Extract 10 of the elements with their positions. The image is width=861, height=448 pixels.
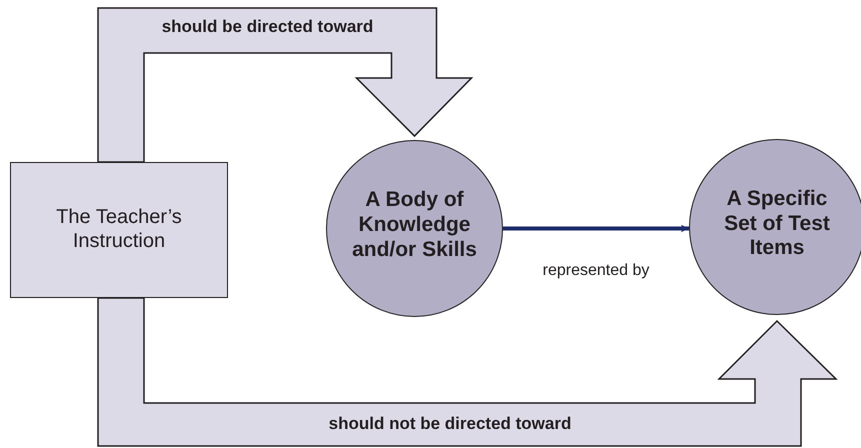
block-arrow: [97, 7, 474, 163]
edge-label: should not be directed toward: [328, 413, 572, 435]
node-label: The Teacher’s Instruction: [55, 206, 183, 254]
edge-label: should be directed toward: [160, 16, 374, 38]
node-label: A Specific Set of Test Items: [723, 186, 831, 262]
node-label: A Body of Knowledge and/or Skills: [351, 188, 478, 263]
arrow: [503, 224, 690, 232]
process-box: [10, 162, 228, 298]
edge-label: represented by: [542, 260, 650, 280]
block-arrow: [97, 297, 838, 447]
